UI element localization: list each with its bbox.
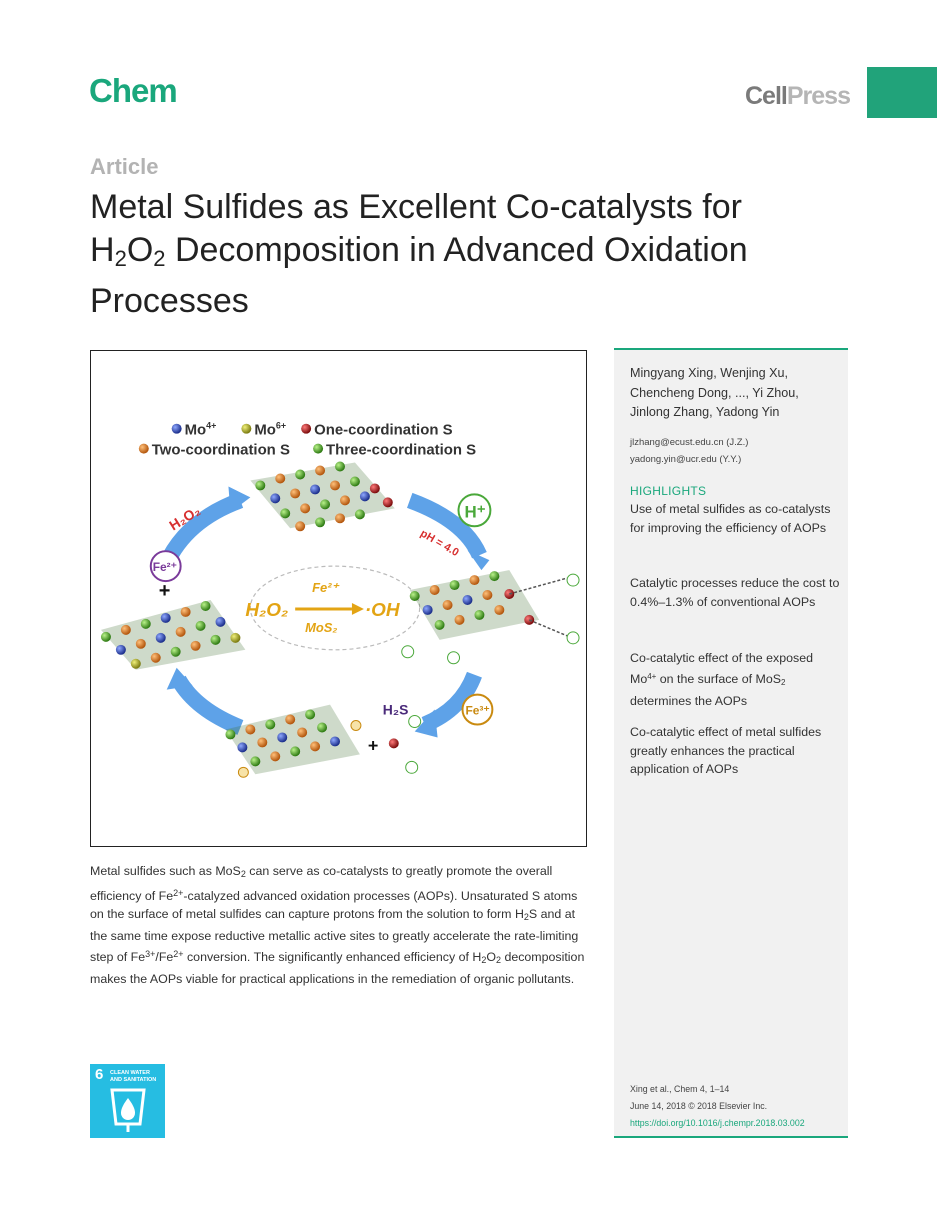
lattice-bottom: [225, 704, 362, 778]
arrow-top-left-head: [228, 486, 251, 513]
h2s-h-atom-2: [405, 760, 419, 774]
plus-sign-left: +: [159, 580, 171, 602]
publisher-logo-press: Press: [786, 82, 851, 110]
article-type-label: Article: [90, 154, 159, 179]
title-line-1: Metal Sulfides as Excellent Co-catalysts…: [90, 188, 742, 226]
arrow-bottom-left-head: [166, 667, 193, 690]
graphical-abstract: Mo4+ Mo6+ One-coordination S Two-coordin…: [90, 350, 587, 847]
center-h2o2: H₂O₂: [245, 600, 288, 621]
label-h-plus: H⁺: [464, 502, 485, 521]
legend-one-coord-dot: [301, 423, 312, 434]
email-link-zhang[interactable]: jlzhang@ecust.edu.cn (J.Z.): [630, 437, 749, 448]
lattice-top: [250, 461, 395, 532]
plus-sign-bottom: +: [368, 735, 378, 755]
label-h2s: H₂S: [383, 702, 409, 718]
highlight-item: Use of metal sulfides as co-catalysts fo…: [630, 502, 831, 535]
center-arrow-head: [351, 602, 364, 615]
highlight-item: Co-catalytic effect of metal sulfides gr…: [630, 725, 822, 777]
arrow-bottom-left: [171, 675, 244, 735]
highlight-item: Co-catalytic effect of the exposed Mo4+ …: [630, 651, 813, 709]
lattice-left: [100, 599, 246, 670]
sdg-number: 6: [95, 1066, 104, 1083]
legend-mo4-dot: [171, 423, 182, 434]
label-fe3: Fe³⁺: [465, 704, 489, 718]
abstract-text: Metal sulfides such as MoS2 can serve as…: [90, 864, 585, 986]
fe2-circle: [149, 550, 182, 583]
legend-mo6-dot: [241, 423, 252, 434]
h2s-sulfur-atom: [388, 738, 399, 749]
legend-one-coordination: One-coordination S: [314, 422, 452, 439]
article-title: Metal Sulfides as Excellent Co-catalysts…: [90, 186, 850, 323]
email-link-yin[interactable]: yadong.yin@ucr.edu (Y.Y.): [630, 454, 742, 465]
corner-accent-block: [867, 67, 937, 118]
legend-three-coordination: Three-coordination S: [326, 442, 476, 459]
journal-logo: Chem: [89, 72, 178, 109]
lattice-right: [401, 570, 580, 665]
title-line-3: Processes: [90, 282, 249, 320]
doi-link[interactable]: https://doi.org/10.1016/j.chempr.2018.03…: [630, 1118, 805, 1128]
center-mos2: MoS₂: [305, 620, 337, 635]
h2s-h-atom-1: [408, 715, 422, 728]
arrow-bottom-right-head: [414, 709, 438, 738]
center-fe2: Fe²⁺: [312, 580, 340, 595]
author-list: Mingyang Xing, Wenjing Xu, Chencheng Don…: [630, 366, 799, 419]
center-ellipse: [249, 565, 421, 651]
center-oh: ·OH: [365, 600, 400, 621]
legend-two-coord-dot: [138, 443, 149, 454]
highlight-item: Catalytic processes reduce the cost to 0…: [630, 576, 840, 609]
legend-mo4: Mo4+: [185, 421, 217, 439]
publisher-logo: CellPress: [745, 82, 851, 111]
graphical-abstract-figure: Mo4+ Mo6+ One-coordination S Two-coordin…: [100, 421, 580, 778]
legend-three-coord-dot: [313, 443, 324, 454]
title-line-2: H2O2 Decomposition in Advanced Oxidation: [90, 231, 748, 271]
highlights-heading: HIGHLIGHTS: [630, 484, 707, 498]
sidebar-panel: Mingyang Xing, Wenjing Xu, Chencheng Don…: [614, 348, 848, 1138]
sdg-clean-water-badge: 6 CLEAN WATER AND SANITATION: [90, 1064, 165, 1138]
arrow-top-right: [406, 492, 487, 559]
label-fe2: Fe²⁺: [153, 560, 177, 574]
citation-line: Xing et al., Chem 4, 1–14: [630, 1084, 730, 1094]
arrow-top-right-head: [467, 550, 490, 571]
citation-date: June 14, 2018 © 2018 Elsevier Inc.: [630, 1101, 768, 1111]
sdg-label: CLEAN WATER AND SANITATION: [110, 1070, 157, 1083]
h-plus-circle: [457, 493, 492, 528]
publisher-logo-cell: Cell: [745, 82, 788, 110]
legend-two-coordination: Two-coordination S: [152, 442, 290, 459]
legend-mo6: Mo6+: [254, 421, 286, 439]
fe3-circle: [461, 693, 494, 726]
water-drop-icon: [110, 1088, 146, 1132]
